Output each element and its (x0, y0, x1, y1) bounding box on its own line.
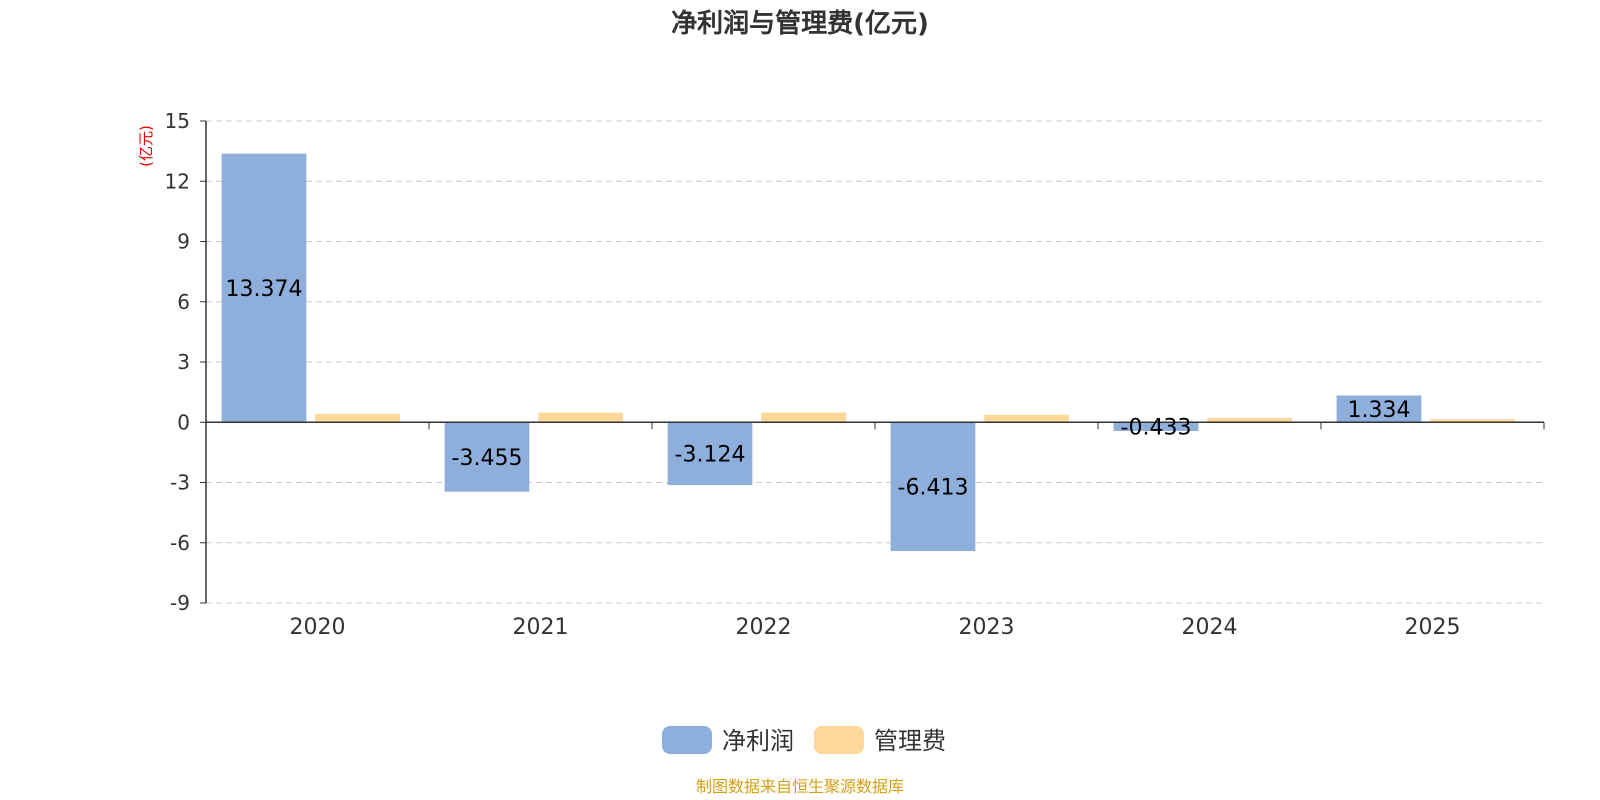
bar-净利润-2020 (221, 153, 307, 423)
bars (221, 153, 1516, 552)
x-tick-label: 2024 (1182, 615, 1238, 640)
x-tick-label: 2023 (959, 615, 1015, 640)
bar-净利润-2022 (667, 422, 753, 485)
bar-管理费-2022 (761, 412, 847, 423)
legend[interactable]: 净利润 管理费 (662, 726, 946, 755)
data-label: -6.413 (898, 476, 969, 501)
y-tick-label: -9 (170, 591, 190, 615)
legend-label: 净利润 (722, 727, 794, 755)
bar-净利润-2023 (890, 422, 976, 552)
bar-管理费-2023 (984, 414, 1070, 423)
legend-item-净利润[interactable]: 净利润 (662, 726, 794, 755)
bar-管理费-2021 (538, 412, 624, 423)
data-label: 1.334 (1347, 398, 1410, 423)
gridlines (206, 120, 1544, 604)
y-tick-label: 9 (177, 230, 190, 254)
y-tick-label: -3 (170, 471, 190, 495)
x-tick-label: 2021 (513, 615, 569, 640)
data-label: -3.455 (452, 446, 523, 471)
y-tick-label: 3 (177, 350, 190, 374)
x-tick-label: 2020 (290, 615, 346, 640)
data-labels: 13.374 -3.455 -3.124 -6.413 -0.433 1.334 (225, 277, 1410, 501)
legend-label: 管理费 (874, 727, 946, 755)
bar-管理费-2024 (1207, 417, 1293, 423)
chart-title: 净利润与管理费(亿元) (671, 8, 929, 39)
y-tick-label: 15 (165, 109, 190, 133)
data-label: -0.433 (1121, 416, 1192, 441)
y-tick-label: 6 (177, 290, 190, 314)
y-tick-label: 0 (177, 410, 190, 434)
legend-swatch (814, 726, 864, 754)
bar-净利润-2021 (444, 422, 530, 492)
data-label: 13.374 (225, 277, 302, 302)
bar-管理费-2020 (315, 413, 401, 423)
y-axis-label: (亿元) (137, 125, 155, 167)
data-label: -3.124 (675, 443, 746, 468)
legend-item-管理费[interactable]: 管理费 (814, 726, 946, 755)
bar-净利润-2025 (1336, 395, 1422, 423)
y-tick-label: 12 (165, 169, 190, 193)
x-tick-label: 2022 (736, 615, 792, 640)
axes: 15 12 9 6 3 0 -3 -6 -9 2020 2021 2022 2023 2024 2025 (165, 109, 1545, 640)
source-note: 制图数据来自恒生聚源数据库 (696, 777, 904, 796)
legend-swatch (662, 726, 712, 754)
bar-净利润-2024 (1113, 422, 1199, 431)
y-tick-label: -6 (170, 531, 190, 555)
bar-管理费-2025 (1430, 419, 1516, 423)
x-tick-label: 2025 (1405, 615, 1461, 640)
